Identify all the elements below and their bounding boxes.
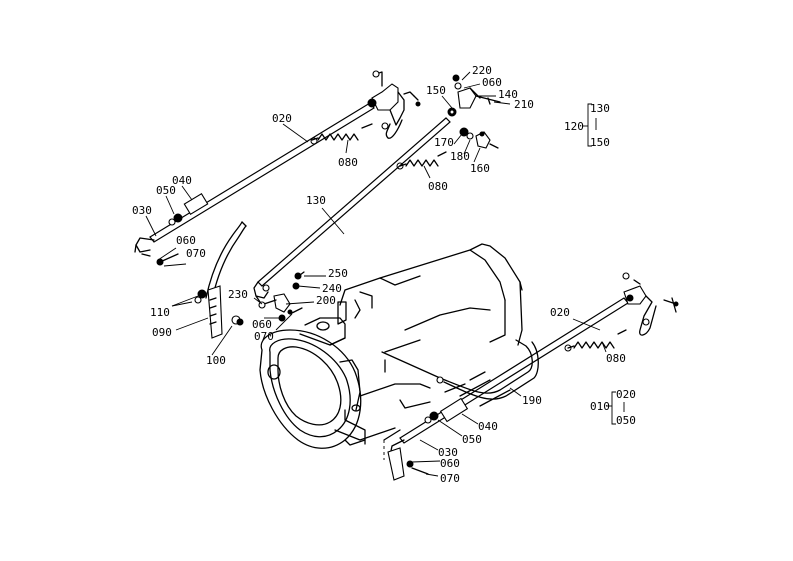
- callout-180: 180: [450, 150, 470, 163]
- callout-160: 160: [470, 162, 490, 175]
- spring-080-center: [396, 151, 447, 170]
- callout-080-c: 080: [606, 352, 626, 365]
- callout-070-right: 070: [440, 472, 460, 485]
- detent-assembly: [447, 74, 501, 149]
- linkage-250-240-200: [258, 271, 305, 322]
- rod-190: [381, 339, 539, 407]
- callout-190: 190: [522, 394, 542, 407]
- callout-040-right: 040: [478, 420, 498, 433]
- callout-060-top: 060: [482, 76, 502, 89]
- callout-080-b: 080: [428, 180, 448, 193]
- group-bracket-120: [587, 103, 597, 147]
- callout-050-right: 050: [462, 433, 482, 446]
- callout-labels: 020 080 040 050 030 060 070 110 090 100 …: [132, 64, 636, 485]
- gear-lever-090: [194, 221, 247, 339]
- callout-250: 250: [328, 267, 348, 280]
- callout-080-a: 080: [338, 156, 358, 169]
- callout-060-right: 060: [440, 457, 460, 470]
- callout-220: 220: [472, 64, 492, 77]
- callout-040-left: 040: [172, 174, 192, 187]
- transmission-housing: [299, 243, 523, 445]
- callout-020-right: 020: [550, 306, 570, 319]
- spring-080-right: [564, 329, 627, 352]
- leader-lines: [145, 71, 612, 477]
- callout-050-left: 050: [156, 184, 176, 197]
- group-120-bottom: 150: [590, 136, 610, 149]
- callout-090: 090: [152, 326, 172, 339]
- callout-030-right: 030: [438, 446, 458, 459]
- callout-110: 110: [150, 306, 170, 319]
- bell-housing: [259, 329, 366, 449]
- right-shift-rod-assembly: [383, 297, 629, 481]
- callout-070-left: 070: [186, 247, 206, 260]
- group-bracket-010: [611, 391, 625, 425]
- callout-150: 150: [426, 84, 446, 97]
- callout-230: 230: [228, 288, 248, 301]
- upper-left-lever: [367, 70, 421, 139]
- callout-130: 130: [306, 194, 326, 207]
- callout-030-left: 030: [132, 204, 152, 217]
- right-upper-lever: [622, 272, 679, 336]
- callout-060-mid: 060: [252, 318, 272, 331]
- callout-200: 200: [316, 294, 336, 307]
- callout-240: 240: [322, 282, 342, 295]
- spring-080-upper: [310, 123, 373, 145]
- center-rod-130: [253, 117, 451, 303]
- callout-070-mid: 070: [254, 330, 274, 343]
- group-010-label: 010: [590, 400, 610, 413]
- callout-170: 170: [434, 136, 454, 149]
- callout-020-top: 020: [272, 112, 292, 125]
- group-010-top: 020: [616, 388, 636, 401]
- callout-060-left: 060: [176, 234, 196, 247]
- callout-210: 210: [514, 98, 534, 111]
- callout-140: 140: [498, 88, 518, 101]
- group-010-bottom: 050: [616, 414, 636, 427]
- callout-100: 100: [206, 354, 226, 367]
- group-120-top: 130: [590, 102, 610, 115]
- group-120-label: 120: [564, 120, 584, 133]
